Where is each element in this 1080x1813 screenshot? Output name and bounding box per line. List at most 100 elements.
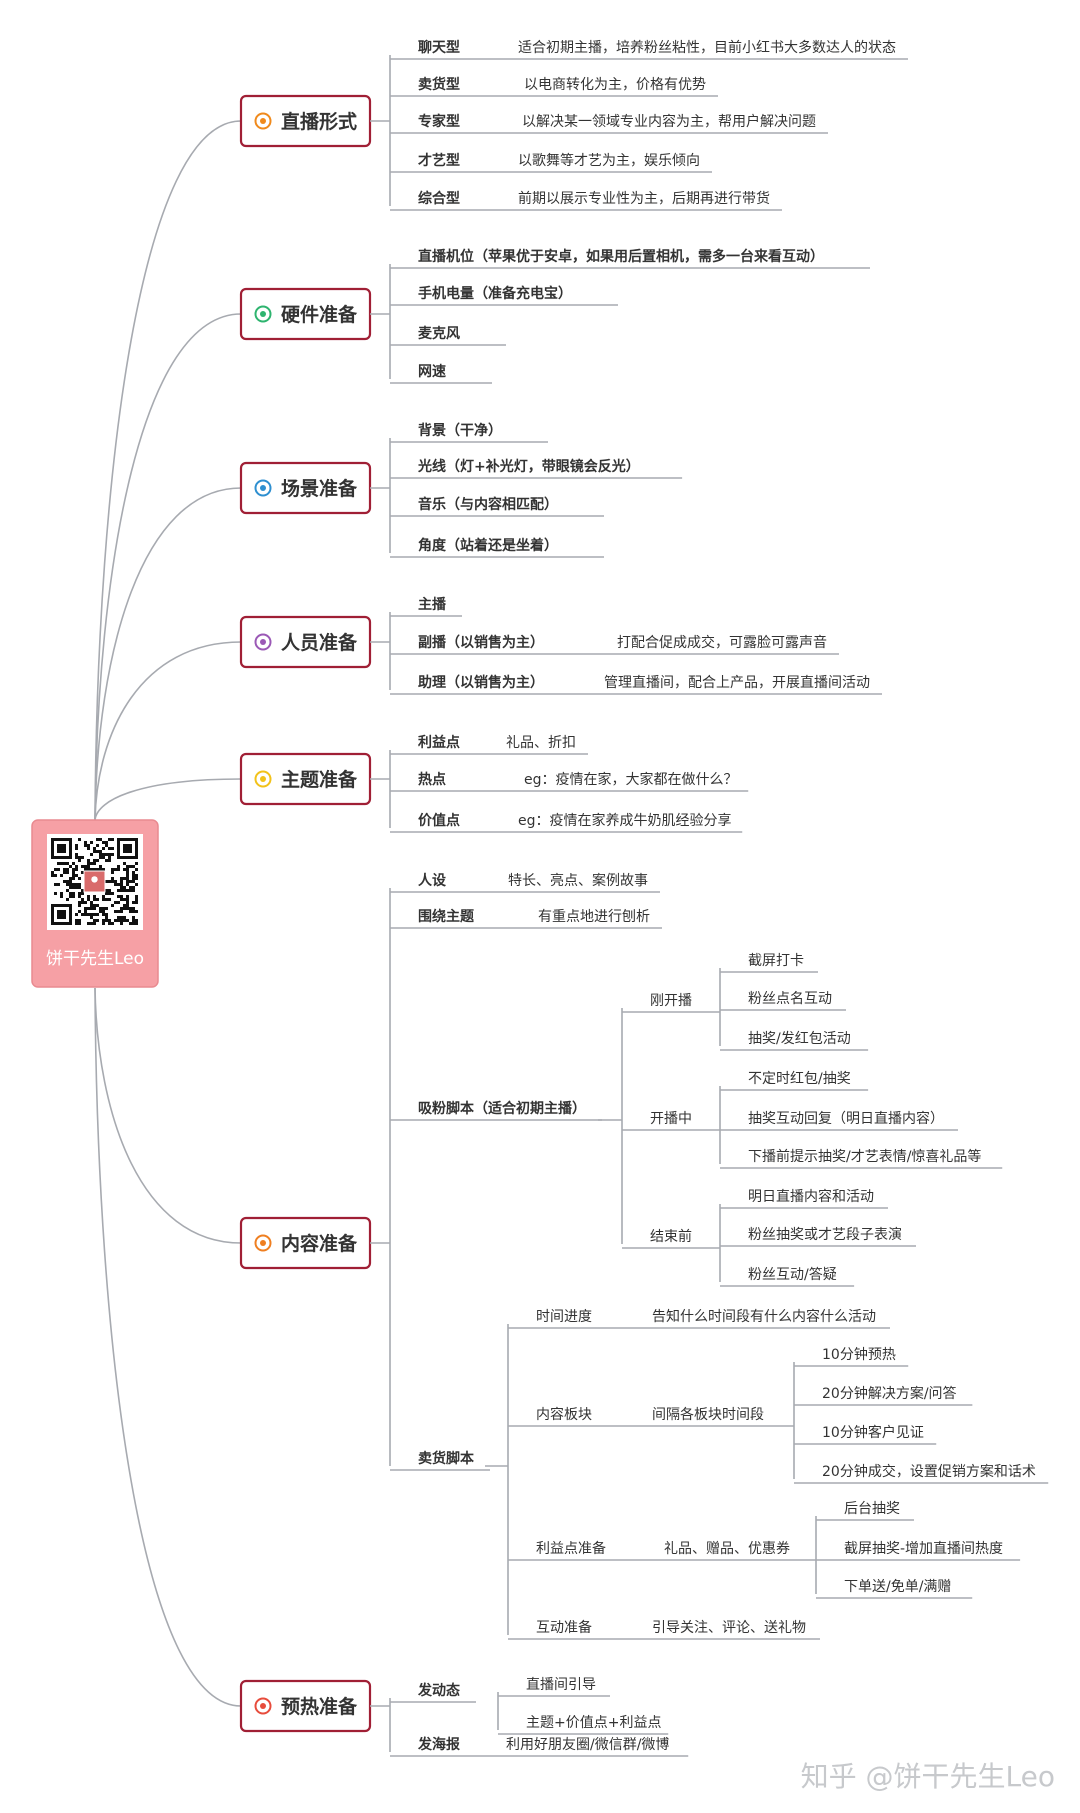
qr-module bbox=[63, 868, 66, 871]
item-label: 人设 bbox=[418, 872, 447, 889]
item-b1-2[interactable]: 专家型 以解决某一领域专业内容为主，帮用户解决问题 bbox=[390, 113, 828, 134]
qr-module bbox=[87, 895, 90, 898]
qr-module bbox=[84, 865, 87, 868]
qr-module bbox=[99, 838, 102, 841]
qr-module bbox=[108, 919, 111, 922]
qr-module bbox=[54, 868, 57, 871]
item-label: 专家型 bbox=[418, 113, 460, 130]
item-label: 发海报 bbox=[417, 1736, 460, 1753]
icon-dot bbox=[260, 311, 266, 317]
branch-node-b6[interactable]: 内容准备 bbox=[239, 1216, 372, 1270]
item-label: 副播（以销售为主） bbox=[418, 634, 544, 651]
qr-module bbox=[69, 865, 72, 868]
item-b1-1[interactable]: 卖货型以电商转化为主，价格有优势 bbox=[390, 76, 718, 97]
qr-module bbox=[93, 895, 96, 898]
item-b3-1[interactable]: 光线（灯+补光灯，带眼镜会反光） bbox=[390, 458, 683, 479]
qr-module bbox=[132, 922, 135, 925]
item-b2-1[interactable]: 手机电量（准备充电宝） bbox=[390, 285, 618, 306]
item-b2-0[interactable]: 直播机位（苹果优于安卓，如果用后置相机，需多一台来看互动） bbox=[390, 248, 870, 269]
sales-row-0[interactable]: 时间进度告知什么时间段有什么内容什么活动 bbox=[508, 1308, 890, 1329]
item-desc: 有重点地进行刨析 bbox=[538, 909, 650, 925]
qr-module bbox=[123, 877, 126, 880]
qr-module bbox=[111, 838, 114, 841]
item-b4-1[interactable]: 副播（以销售为主）打配合促成成交，可露脸可露声音 bbox=[390, 634, 839, 655]
branch-node-b4[interactable]: 人员准备 bbox=[239, 615, 372, 669]
sales-row-1[interactable]: 内容板块间隔各板块时间段10分钟预热20分钟解决方案/问答10分钟客户见证20分… bbox=[508, 1346, 1049, 1484]
qr-module bbox=[75, 847, 78, 850]
qr-module bbox=[126, 871, 129, 874]
qr-module bbox=[117, 901, 120, 904]
item-b6-1[interactable]: 围绕主题有重点地进行刨析 bbox=[390, 908, 662, 929]
fans-leaf: 粉丝互动/答疑 bbox=[748, 1266, 837, 1283]
item-desc: 特长、亮点、案例故事 bbox=[508, 872, 648, 889]
item-label: 音乐（与内容相匹配） bbox=[418, 496, 558, 513]
qr-module bbox=[78, 838, 81, 841]
item-b6-2[interactable]: 吸粉脚本（适合初期主播） bbox=[390, 1100, 602, 1121]
branch-node-b7[interactable]: 预热准备 bbox=[239, 1679, 372, 1733]
qr-module bbox=[69, 877, 72, 880]
qr-module bbox=[102, 856, 105, 859]
item-b3-0[interactable]: 背景（干净） bbox=[390, 422, 548, 443]
qr-module bbox=[126, 868, 129, 871]
item-b7-0[interactable]: 发动态 bbox=[390, 1682, 476, 1703]
branch-node-b2[interactable]: 硬件准备 bbox=[239, 287, 372, 341]
qr-module bbox=[117, 889, 120, 892]
sales-row-2[interactable]: 利益点准备礼品、赠品、优惠券后台抽奖截屏抽奖-增加直播间热度下单送/免单/满赠 bbox=[508, 1500, 1021, 1599]
item-b4-0[interactable]: 主播 bbox=[390, 596, 462, 617]
qr-module bbox=[102, 853, 105, 856]
qr-module bbox=[78, 901, 81, 904]
item-b6-0[interactable]: 人设 特长、亮点、案例故事 bbox=[390, 872, 660, 893]
trunk-connector-b5 bbox=[94, 778, 242, 821]
qr-module bbox=[126, 898, 129, 901]
item-label: 综合型 bbox=[418, 190, 460, 207]
item-label: 直播机位（苹果优于安卓，如果用后置相机，需多一台来看互动） bbox=[418, 248, 824, 265]
branch-title: 场景准备 bbox=[281, 477, 358, 500]
qr-module bbox=[78, 922, 81, 925]
item-b1-4[interactable]: 综合型前期以展示专业性为主，后期再进行带货 bbox=[390, 190, 782, 211]
item-label: 卖货型 bbox=[418, 76, 460, 93]
fans-leaf: 截屏打卡 bbox=[748, 952, 804, 969]
branch-node-b5[interactable]: 主题准备 bbox=[239, 752, 372, 806]
item-b2-3[interactable]: 网速 bbox=[390, 363, 492, 384]
item-b1-0[interactable]: 聊天型适合初期主播，培养粉丝粘性，目前小红书大多数达人的状态 bbox=[390, 39, 908, 60]
item-label: 吸粉脚本（适合初期主播） bbox=[418, 1100, 586, 1117]
item-b7-1[interactable]: 发海报利用好朋友圈/微信群/微博 bbox=[390, 1736, 689, 1757]
branch-node-b3[interactable]: 场景准备 bbox=[239, 461, 372, 515]
qr-module bbox=[129, 889, 132, 892]
qr-module bbox=[135, 922, 138, 925]
center-node[interactable]: 饼干先生Leo bbox=[31, 819, 159, 988]
fans-leaf: 抽奖互动回复（明日直播内容） bbox=[748, 1110, 944, 1127]
qr-module bbox=[66, 871, 69, 874]
item-b5-0[interactable]: 利益点礼品、折扣 bbox=[390, 734, 588, 755]
branch-node-b1[interactable]: 直播形式 bbox=[239, 94, 372, 148]
qr-module bbox=[123, 916, 126, 919]
qr-module bbox=[90, 901, 93, 904]
item-b4-2[interactable]: 助理（以销售为主）管理直播间，配合上产品，开展直播间活动 bbox=[390, 674, 882, 695]
priority-6-icon bbox=[254, 1697, 272, 1715]
priority-5-icon bbox=[254, 1234, 272, 1252]
item-b3-2[interactable]: 音乐（与内容相匹配） bbox=[390, 496, 604, 517]
fans-group-1[interactable]: 开播中不定时红包/抽奖抽奖互动回复（明日直播内容）下播前提示抽奖/才艺表情/惊喜… bbox=[622, 1070, 1003, 1169]
qr-module bbox=[117, 883, 120, 886]
item-desc: 管理直播间，配合上产品，开展直播间活动 bbox=[604, 674, 870, 691]
qr-module bbox=[96, 850, 99, 853]
sales-leaf: 截屏抽奖-增加直播间热度 bbox=[844, 1540, 1003, 1557]
qr-module bbox=[132, 889, 135, 892]
item-label: 麦克风 bbox=[418, 325, 460, 342]
item-b2-2[interactable]: 麦克风 bbox=[390, 325, 506, 346]
item-b6-3[interactable]: 卖货脚本 bbox=[390, 1450, 490, 1471]
item-desc: 以解决某一领域专业内容为主，帮用户解决问题 bbox=[522, 113, 816, 130]
priority-4-icon bbox=[254, 770, 272, 788]
item-b3-3[interactable]: 角度（站着还是坐着） bbox=[390, 537, 604, 558]
sales-row-3[interactable]: 互动准备引导关注、评论、送礼物 bbox=[508, 1619, 820, 1640]
qr-module bbox=[72, 862, 75, 865]
trunk-connector-b7 bbox=[94, 987, 242, 1707]
sales-desc: 礼品、赠品、优惠券 bbox=[664, 1541, 790, 1557]
item-b1-3[interactable]: 才艺型以歌舞等才艺为主，娱乐倾向 bbox=[390, 152, 712, 173]
qr-module bbox=[72, 883, 75, 886]
qr-module bbox=[84, 844, 87, 847]
